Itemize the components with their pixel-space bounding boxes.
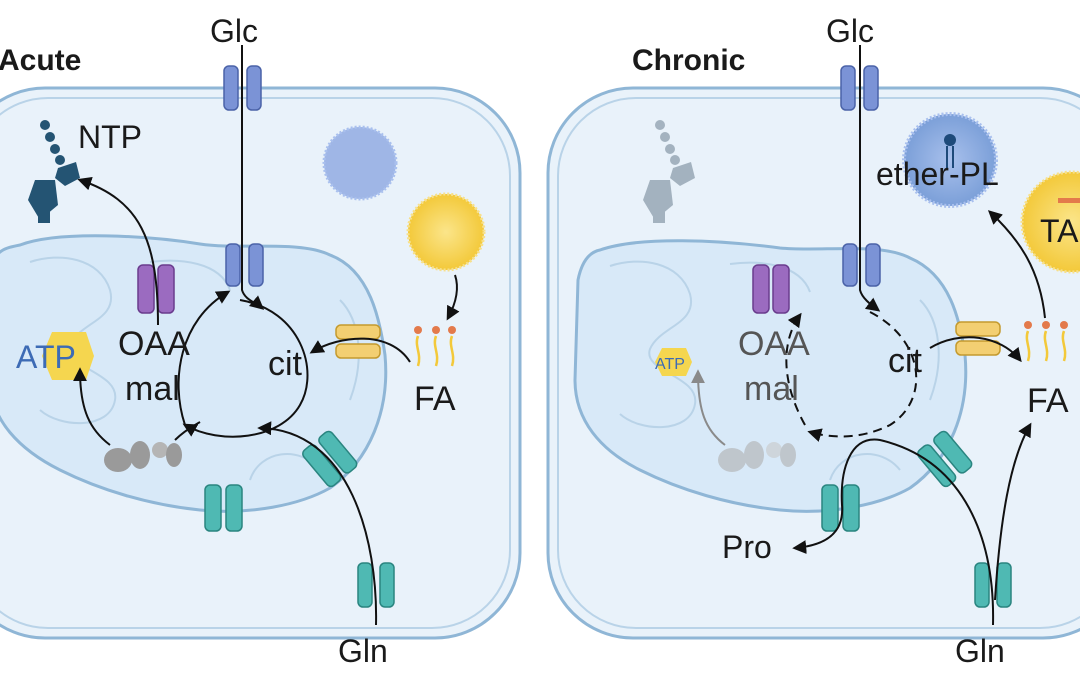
acute-ntp-export-arrow <box>77 176 159 326</box>
acute-cit-label: cit <box>268 345 303 383</box>
chronic-gln-label: Gln <box>955 633 1005 669</box>
chronic-atp-shape <box>655 348 692 376</box>
acute-atp-synthesis-arrow <box>73 367 111 446</box>
acute-etc-complexes <box>104 441 182 472</box>
chronic-pro-label: Pro <box>722 529 772 565</box>
acute-glucose-transporter-mito <box>225 243 264 287</box>
acute-ntp-molecule <box>28 120 80 223</box>
chronic-lipid-droplet <box>1020 170 1080 274</box>
acute-cell-inner-membrane <box>0 97 511 629</box>
acute-lipid-droplet <box>406 192 486 272</box>
chronic-atp-synthesis-arrow <box>691 369 726 446</box>
acute-fa-label: FA <box>414 380 456 418</box>
acute-tca-cycle-left <box>177 290 231 426</box>
acute-fa-to-cit-arrow <box>309 337 411 363</box>
acute-mito-carrier <box>137 264 175 314</box>
chronic-etc-complexes <box>718 441 796 472</box>
acute-ld-to-fa-arrow <box>446 274 460 321</box>
acute-atp-label: ATP <box>16 339 76 375</box>
acute-glucose-transporter-outer <box>223 65 262 111</box>
chronic-gln-to-fa-arrow <box>994 422 1032 601</box>
chronic-mal-label: mal <box>744 370 799 408</box>
chronic-ether-pl-label: ether-PL <box>876 156 999 192</box>
chronic-mito-carrier <box>752 264 790 314</box>
acute-gln-import-arrow <box>257 421 378 626</box>
acute-fa-carrier <box>335 324 381 359</box>
acute-tca-cycle <box>182 299 309 438</box>
chronic-glucose-transporter-outer <box>840 65 879 111</box>
chronic-gln-to-mito-arrow <box>792 438 995 626</box>
acute-mal-label: mal <box>125 370 180 408</box>
chronic-atp-label: ATP <box>655 356 685 373</box>
chronic-fa-to-ether-arrow <box>987 210 1046 319</box>
chronic-glutamine-transporter-outer <box>974 562 1012 608</box>
chronic-tag-marker <box>1058 198 1080 203</box>
chronic-glutamine-transporter-mito-1 <box>821 484 860 532</box>
chronic-ntp-molecule <box>643 120 695 223</box>
acute-fa-molecules <box>414 326 456 367</box>
acute-gln-label: Gln <box>338 633 388 669</box>
chronic-fa-label: FA <box>1027 382 1069 420</box>
chronic-tca-cycle-left <box>785 312 806 426</box>
chronic-glucose-transporter-mito <box>842 243 881 287</box>
acute-glutamine-transporter-mito-1 <box>204 484 243 532</box>
acute-ntp-label: NTP <box>78 119 142 155</box>
chronic-ether-pl-molecule <box>944 134 956 168</box>
chronic-cit-label: cit <box>888 342 923 380</box>
chronic-fa-carrier <box>955 321 1001 356</box>
acute-panel: NTP Acute Glc OAA mal cit ATP <box>0 13 522 669</box>
chronic-oaa-label: OAA <box>738 325 810 363</box>
acute-glutamine-transporter-outer <box>357 562 395 608</box>
chronic-title: Chronic <box>632 44 745 77</box>
acute-glutamine-transporter-mito-2 <box>302 430 358 488</box>
acute-title: Acute <box>0 44 81 77</box>
acute-etc-arrow <box>174 421 201 441</box>
acute-ether-vesicle <box>322 125 398 201</box>
chronic-cell-inner-membrane <box>557 97 1080 629</box>
acute-glc-label: Glc <box>210 13 258 49</box>
chronic-cit-to-fa-arrow <box>929 336 1022 363</box>
chronic-glc-label: Glc <box>826 13 874 49</box>
chronic-tca-cycle <box>807 311 918 442</box>
chronic-tag-label: TA <box>1040 213 1079 249</box>
chronic-fa-molecules <box>1024 321 1068 362</box>
chronic-glc-import-arrow <box>859 45 881 312</box>
acute-oaa-label: OAA <box>118 325 190 363</box>
chronic-panel: Chronic Glc OAA mal <box>546 13 1080 669</box>
chronic-ether-pl-vesicle <box>902 112 998 208</box>
